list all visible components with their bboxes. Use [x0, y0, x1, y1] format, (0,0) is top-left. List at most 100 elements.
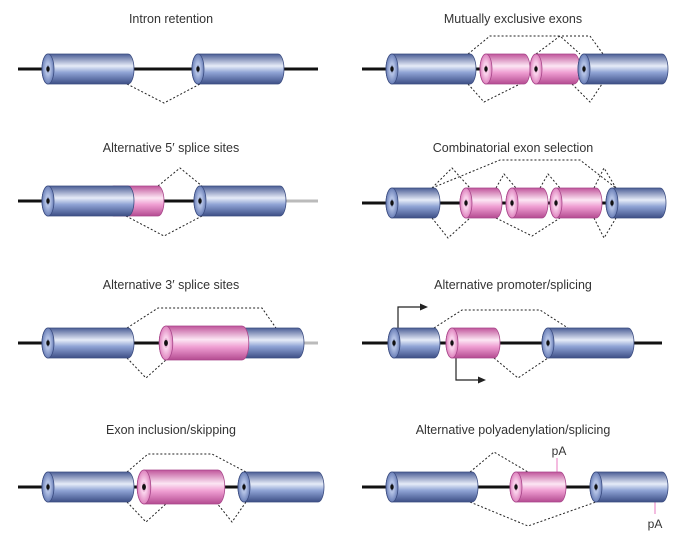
splice-path-top — [433, 309, 569, 329]
exon-body — [41, 53, 135, 85]
panel-alternative-5-splice-sites — [18, 167, 318, 237]
exon-constitutive — [237, 471, 325, 503]
exon-constitutive — [41, 53, 135, 85]
splice-path-bottom — [126, 501, 169, 523]
panel-title-alternative-5-splice-sites: Alternative 5′ splice sites — [103, 141, 239, 155]
panel-title-alternative-polyadenylation-splicing: Alternative polyadenylation/splicing — [416, 423, 611, 437]
exon-body — [191, 53, 285, 85]
splice-path-bottom — [126, 357, 169, 379]
splice-path-bottom — [593, 217, 617, 240]
exon-alternative — [549, 187, 603, 219]
exon-alternative — [479, 53, 531, 85]
exon-cap-center — [46, 66, 50, 72]
exon-alternative — [529, 53, 581, 85]
splice-path-spliced — [126, 83, 201, 104]
exon-body — [385, 471, 479, 503]
splice-path-top — [157, 167, 203, 187]
exon-constitutive — [387, 327, 441, 359]
exon-cap-center — [390, 66, 394, 72]
exon-cap-center — [582, 66, 586, 72]
exon-body — [385, 53, 477, 85]
splice-path-top — [539, 173, 561, 189]
exon-cap-center — [484, 66, 488, 72]
exon-constitutive — [41, 471, 135, 503]
splice-path-bottom — [467, 83, 521, 103]
exon-cap-center — [514, 484, 518, 490]
panel-combinatorial-exon-selection — [362, 159, 667, 240]
panel-intron-retention — [18, 53, 318, 104]
panel-title-intron-retention: Intron retention — [129, 12, 213, 26]
exon-alternative — [459, 187, 503, 219]
splice-path-top — [126, 453, 247, 473]
exon-cap-center — [390, 484, 394, 490]
exon-cap-center — [510, 200, 514, 206]
exon-body — [41, 327, 135, 359]
panel-title-mutually-exclusive-exons: Mutually exclusive exons — [444, 12, 582, 26]
exon-constitutive — [385, 471, 479, 503]
panel-exon-inclusion-skipping — [18, 453, 325, 523]
splice-path-top — [469, 451, 529, 473]
exon-body — [41, 471, 135, 503]
splice-path-bottom — [431, 217, 471, 239]
exon-alternative — [445, 327, 501, 359]
exon-body — [541, 327, 635, 359]
exon-alternative — [509, 471, 567, 503]
exon-body — [577, 53, 669, 85]
panel-alternative-3-splice-sites — [18, 307, 318, 379]
splice-path-bottom — [125, 215, 203, 237]
exon-cap-center — [610, 200, 614, 206]
exon-cap-center — [464, 200, 468, 206]
splice-path-top — [126, 307, 277, 329]
exon-alternative — [505, 187, 549, 219]
exon-constitutive — [385, 53, 477, 85]
exon-cap-center — [392, 340, 396, 346]
exon-body — [237, 471, 325, 503]
exon-cap-center — [534, 66, 538, 72]
panel-title-alternative-promoter-splicing: Alternative promoter/splicing — [434, 278, 592, 292]
exon-constitutive — [577, 53, 669, 85]
exon-cap-center — [546, 340, 550, 346]
exon-constitutive — [385, 187, 441, 219]
exon-cap-center — [46, 340, 50, 346]
panel-alternative-promoter-splicing — [362, 303, 662, 384]
pa-label-lower: pA — [648, 517, 663, 531]
splice-path-bottom — [469, 501, 597, 527]
exon-cap-center — [142, 483, 146, 491]
exon-cap-center — [594, 484, 598, 490]
exon-body — [41, 185, 135, 217]
promoter-arrow-lower-head — [478, 376, 486, 384]
exon-cap-center — [46, 484, 50, 490]
exon-constitutive — [41, 327, 135, 359]
splice-path-bottom — [493, 357, 549, 379]
exon-cap-center — [196, 66, 200, 72]
exon-cap-center — [164, 339, 168, 347]
exon-cap-center — [390, 200, 394, 206]
exon-cap-center — [198, 198, 202, 204]
exon-constitutive — [605, 187, 667, 219]
panel-alternative-polyadenylation-splicing: pA pA — [362, 444, 669, 531]
exon-body — [193, 185, 287, 217]
promoter-arrow-upper-head — [420, 303, 428, 311]
exon-cap-center — [450, 340, 454, 346]
exon-constitutive — [193, 185, 287, 217]
pa-label-upper: pA — [552, 444, 567, 458]
exon-cap-center — [46, 198, 50, 204]
splice-path-top — [431, 159, 617, 189]
splice-path-top — [431, 167, 471, 189]
exon-cap-center — [554, 200, 558, 206]
exon-cap-center — [242, 484, 246, 490]
splice-path-top — [495, 173, 517, 189]
exon-alternative — [158, 325, 250, 361]
panel-title-exon-inclusion-skipping: Exon inclusion/skipping — [106, 423, 236, 437]
splice-path-bottom — [215, 501, 247, 523]
exon-constitutive — [41, 185, 135, 217]
exon-constitutive — [191, 53, 285, 85]
exon-constitutive — [541, 327, 635, 359]
panel-mutually-exclusive-exons — [362, 35, 669, 103]
splice-path-top — [593, 166, 617, 189]
exon-alternative — [136, 469, 226, 505]
promoter-arrow-upper — [397, 306, 420, 328]
panel-title-combinatorial-exon-selection: Combinatorial exon selection — [433, 141, 594, 155]
splice-path-top — [467, 35, 581, 55]
